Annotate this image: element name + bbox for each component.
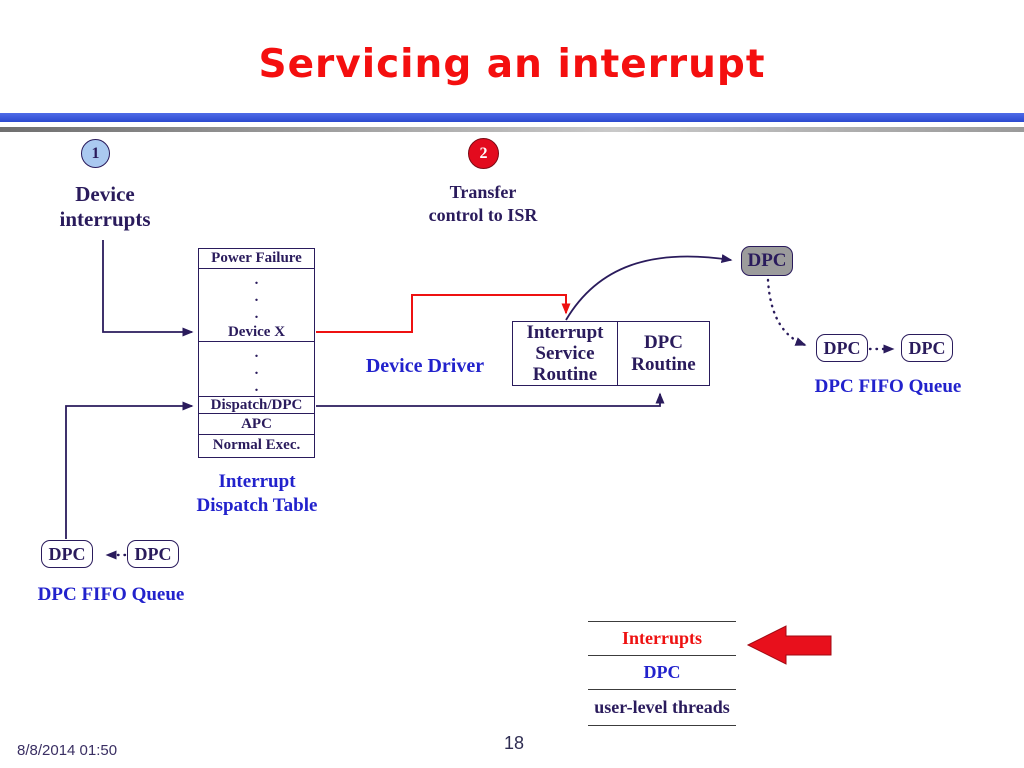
dpc-queue-right-box-2: DPC <box>901 334 953 362</box>
dpc-queue-right-box-1: DPC <box>816 334 868 362</box>
dispatch-to-dpc-routine-arrow <box>316 392 665 407</box>
page-number: 18 <box>503 733 525 753</box>
dpc-fifo-queue-left-caption: DPC FIFO Queue <box>37 584 185 605</box>
header-blue-bar <box>0 113 1024 122</box>
isr-to-dpc-curve-arrow <box>565 254 733 321</box>
dpc-routine-cell: DPC Routine <box>616 322 709 385</box>
thread-levels-panel: Interrupts DPC user-level threads <box>588 621 736 726</box>
table-dots: . . . <box>254 272 259 322</box>
dpc-queue-left-box-1: DPC <box>41 540 93 568</box>
header-gray-bar <box>0 127 1024 132</box>
interrupt-service-routine-cell: Interrupt Service Routine <box>526 322 604 385</box>
step-1-badge: 1 <box>81 139 110 168</box>
dispatch-table-caption: Interrupt Dispatch Table <box>196 471 318 516</box>
step-2-badge: 2 <box>468 138 499 169</box>
device-driver-label: Device Driver <box>365 355 485 377</box>
interrupt-dispatch-table: Power Failure . . . Device X . . . Dispa… <box>198 248 315 458</box>
device-interrupts-label: Device interrupts <box>59 182 151 231</box>
table-row-apc: APC <box>199 414 314 435</box>
page-title: Servicing an interrupt <box>258 42 766 87</box>
table-row-normal-exec: Normal Exec. <box>212 437 301 453</box>
dpc-pending-box: DPC <box>741 246 793 276</box>
level-row-user-threads: user-level threads <box>588 689 736 726</box>
footer-datetime: 8/8/2014 01:50 <box>17 742 118 759</box>
device-interrupt-arrow <box>102 240 194 337</box>
table-dots: . . . <box>254 345 259 395</box>
level-row-dpc: DPC <box>588 655 736 689</box>
current-level-arrow-icon <box>746 625 832 665</box>
dpc-enqueue-dotted-arrow <box>766 278 807 347</box>
table-row-power-failure: Power Failure <box>199 249 314 269</box>
level-row-interrupts: Interrupts <box>588 621 736 655</box>
table-row-device-x: Device X <box>199 323 314 342</box>
dpc-fifo-queue-right-caption: DPC FIFO Queue <box>814 376 962 397</box>
dpc-queue-left-box-2: DPC <box>127 540 179 568</box>
table-row-dispatch-dpc: Dispatch/DPC <box>199 396 314 414</box>
transfer-control-label: Transfer control to ISR <box>428 182 538 225</box>
isr-dpc-routine-box: Interrupt Service Routine DPC Routine <box>512 321 710 386</box>
